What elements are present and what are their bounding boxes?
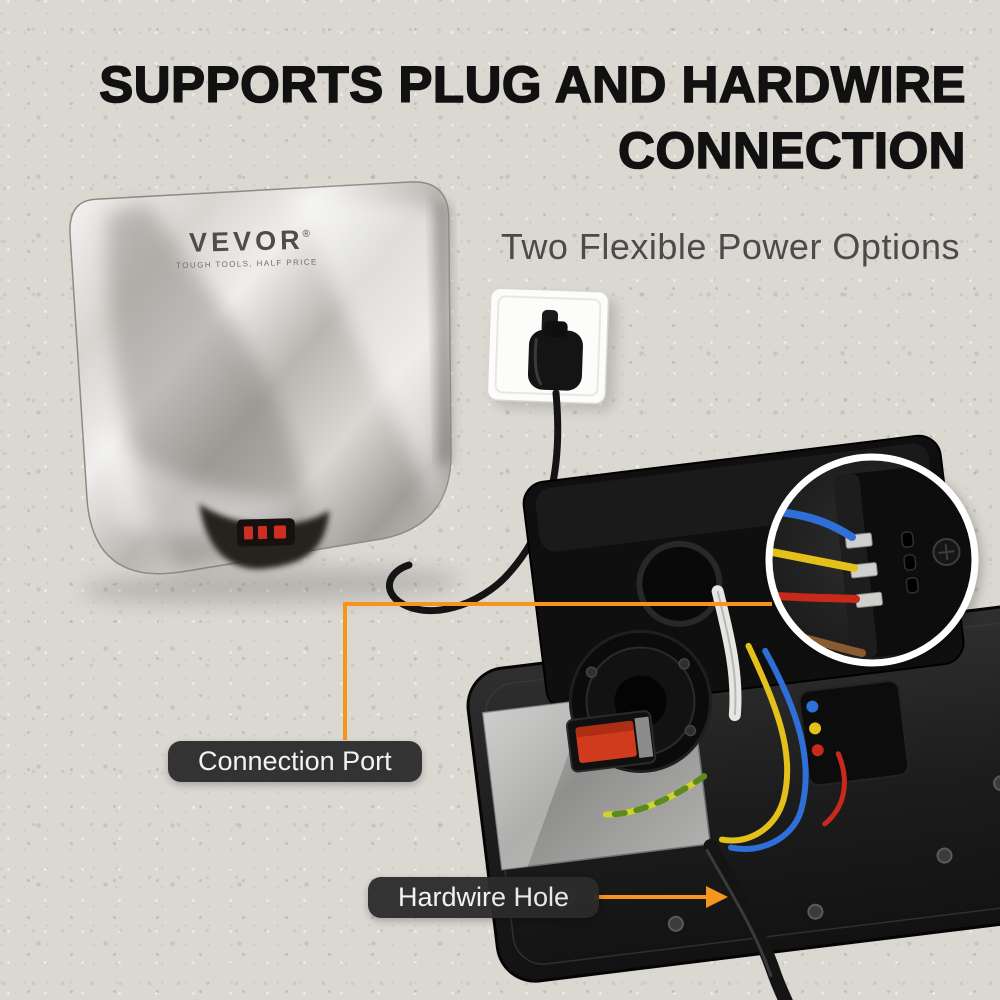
inset-wire-yellow	[769, 548, 858, 572]
brand-logo: VEVOR	[189, 225, 304, 258]
dryer-reflection-bottom	[97, 424, 304, 537]
dryer-reflection-bright	[295, 194, 443, 511]
connection-port-callout-line	[343, 602, 772, 740]
registered-mark: ®	[302, 229, 310, 240]
headline-line-1: SUPPORTS PLUG AND HARDWIRE	[98, 55, 966, 114]
dryer-shadow	[80, 568, 461, 604]
wire-red	[822, 751, 847, 827]
outlet-plate-inner	[494, 295, 602, 397]
inset-screw	[932, 538, 961, 567]
wire-yellow	[718, 642, 791, 844]
inset-ring	[765, 453, 979, 667]
led-digits	[243, 525, 287, 540]
hardwire-hole-label: Hardwire Hole	[368, 877, 600, 918]
subtitle: Two Flexible Power Options	[500, 226, 960, 267]
zoom-inset	[765, 453, 981, 670]
dryer-reflection-edge	[433, 195, 452, 466]
inset-wire-red	[774, 592, 860, 603]
wire-earth-green	[602, 773, 708, 818]
hand-dryer: VEVOR ® TOUGH TOOLS, HALF PRICE	[69, 181, 461, 604]
wire-blue	[727, 647, 809, 852]
power-plug	[527, 329, 583, 391]
hardwire-cable-sheen	[705, 848, 773, 978]
plug-neck	[543, 320, 568, 338]
headline: SUPPORTS PLUG AND HARDWIRE CONNECTION	[36, 52, 966, 184]
connection-port-label: Connection Port	[168, 741, 422, 782]
red-switch	[565, 710, 657, 773]
terminal-block	[798, 680, 910, 787]
inset-holes	[900, 531, 919, 594]
power-cord	[385, 389, 562, 615]
plug-highlight	[533, 338, 543, 386]
inset-wire-blue	[776, 508, 856, 541]
ribbon-cable-seam	[716, 591, 737, 716]
brand-tagline: TOUGH TOOLS, HALF PRICE	[176, 257, 318, 270]
headline-line-2: CONNECTION	[617, 121, 966, 180]
hardwire-hole-arrow-icon	[706, 886, 728, 908]
wall-outlet	[486, 287, 618, 411]
hardwire-cable	[703, 838, 795, 1000]
